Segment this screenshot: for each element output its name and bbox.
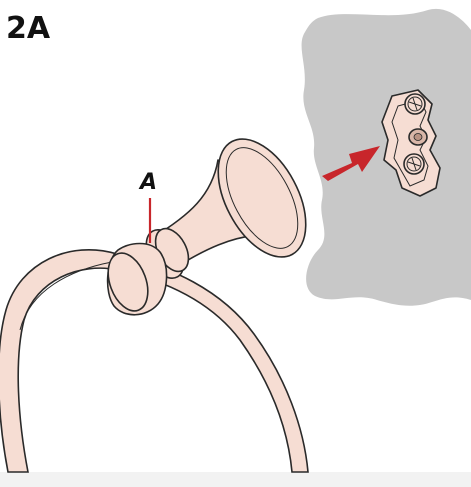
- screw-icon: [405, 94, 425, 114]
- callout-letter: A: [138, 170, 157, 195]
- bottom-band: [0, 472, 471, 487]
- screw-icon: [404, 154, 424, 174]
- ring-holder: [101, 125, 324, 317]
- step-label: 2A: [6, 11, 51, 46]
